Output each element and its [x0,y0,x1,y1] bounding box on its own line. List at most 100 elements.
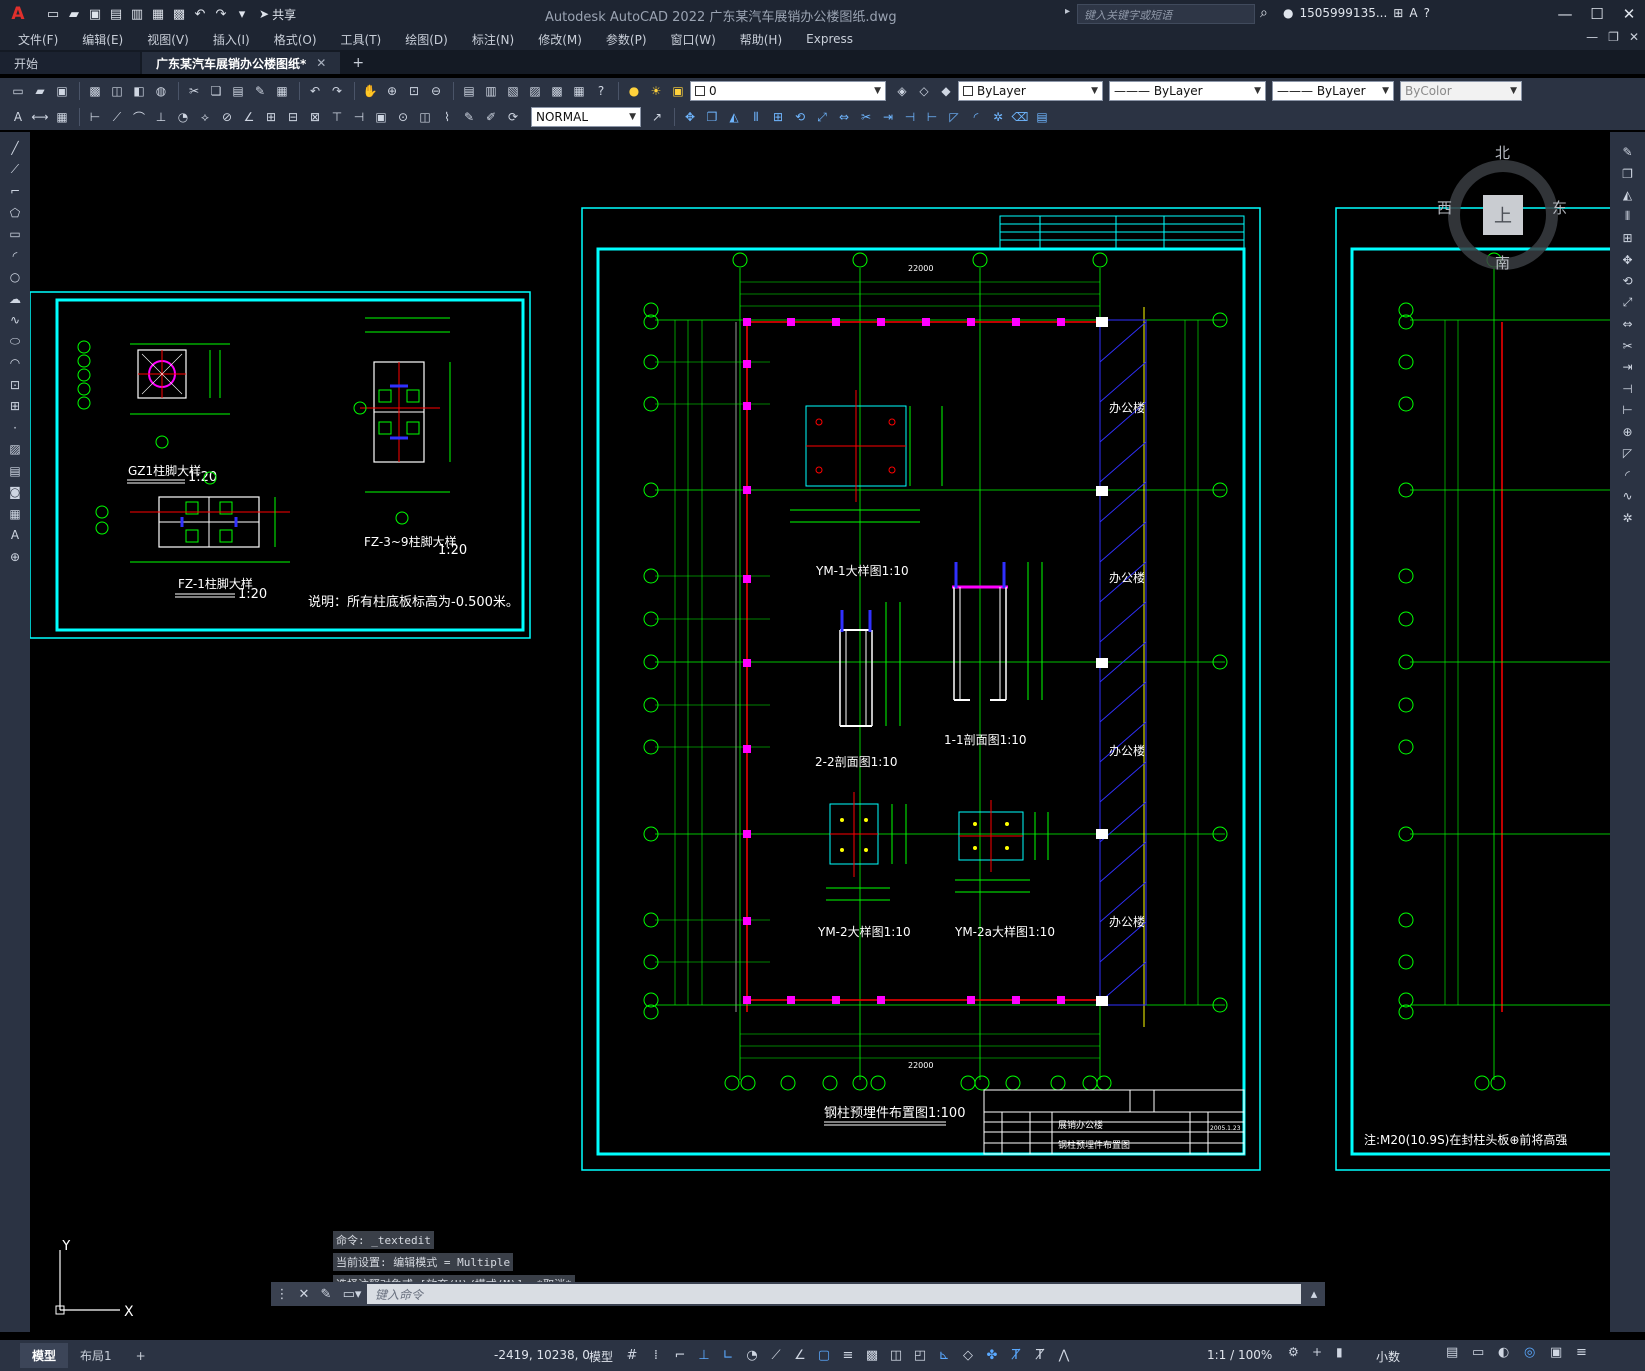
save-web-icon[interactable]: ▦ [151,6,165,22]
break-icon[interactable]: ⊣ [353,110,365,124]
share-button[interactable]: ➤共享 [259,7,297,22]
menu-file[interactable]: 文件(F) [18,32,59,47]
rotate-icon[interactable]: ⟲ [794,110,806,124]
maximize-icon[interactable]: ☐ [1590,5,1604,23]
autocad-logo-icon[interactable]: A [11,4,25,24]
undo-toolbar-icon[interactable]: ↶ [309,84,321,98]
trim-icon[interactable]: ✂ [860,110,872,124]
cut-icon[interactable]: ✂ [188,84,200,98]
scale-side-icon[interactable]: ⤢ [1622,295,1633,309]
customization-menu-icon[interactable]: ≡ [1576,1345,1587,1360]
3d-osnap-icon[interactable]: ◰ [913,1347,927,1363]
menu-edit[interactable]: 编辑(E) [82,32,124,47]
dynamic-input-icon[interactable]: ⊥ [698,1347,710,1363]
continue-icon[interactable]: ⊠ [309,110,321,124]
copy-object-icon[interactable]: ❐ [706,110,718,124]
tab-drawing[interactable]: 广东某汽车展销办公楼图纸*✕ [142,52,341,74]
scale-icon[interactable]: ⤢ [817,109,827,124]
transparency-icon[interactable]: ▩ [865,1347,879,1363]
viewcube[interactable]: 上 北 南 东 西 [1437,144,1568,280]
properties-icon[interactable]: ▤ [463,84,475,98]
viewcube-north[interactable]: 北 [1495,144,1511,162]
add-layout-icon[interactable]: + [135,1348,146,1363]
mtext-icon[interactable]: A [10,528,20,542]
annotation-scale-icon[interactable]: ⋀ [1058,1347,1070,1363]
units-icon[interactable]: ▮ [1336,1345,1343,1359]
gradient-icon[interactable]: ▤ [9,463,21,478]
close-tab-icon[interactable]: ✕ [316,56,327,70]
redo-toolbar-icon[interactable]: ↷ [331,84,343,98]
minimize-icon[interactable]: — [1557,5,1573,23]
center-mark-icon[interactable]: ⊙ [397,110,409,124]
hatch-icon[interactable]: ▨ [9,442,21,456]
markup-icon[interactable]: ▩ [551,84,563,98]
spline-icon[interactable]: ∿ [9,313,21,327]
ellipse-arc-icon[interactable]: ◠ [9,356,21,370]
erase-side-icon[interactable]: ✎ [1622,145,1633,159]
linear-dim-icon[interactable]: ⊢ [89,110,101,124]
layer-states-icon[interactable]: ◆ [941,84,951,98]
selection-filter-icon[interactable]: ◇ [963,1347,973,1363]
menu-view[interactable]: 视图(V) [147,32,189,47]
menu-parametric[interactable]: 参数(P) [605,32,647,47]
doc-close-icon[interactable]: ✕ [1628,30,1639,44]
line-icon[interactable]: ╱ [11,141,19,155]
ordinate-icon[interactable]: ⊥ [155,110,167,124]
menu-express[interactable]: Express [806,32,853,46]
menu-help[interactable]: 帮助(H) [739,32,783,47]
jogged-icon[interactable]: ⟡ [201,109,209,124]
aligned-dim-icon[interactable]: ⟋ [112,109,122,124]
isolate-objects-icon[interactable]: ◐ [1498,1345,1510,1360]
insert-block-icon[interactable]: ⊡ [9,377,21,392]
make-block-icon[interactable]: ⊞ [9,399,21,413]
plotstyle-dropdown[interactable]: ByColor▼ [1400,81,1522,101]
tab-start[interactable]: 开始 [0,52,140,74]
explode-icon[interactable]: ✲ [992,110,1004,124]
quick-dim-icon[interactable]: ⊞ [265,110,277,124]
zoom-previous-icon[interactable]: ⊖ [430,84,442,98]
doc-minimize-icon[interactable]: — [1586,30,1599,44]
coordinates-display[interactable]: -2419, 10238, 0 [494,1348,590,1362]
layer-bulb-icon[interactable]: ● [628,84,640,98]
fillet-side-icon[interactable]: ◜ [1625,467,1630,482]
break-at-point-icon[interactable]: ⊢ [1622,403,1633,417]
menu-dimension[interactable]: 标注(N) [471,32,515,47]
tolerance-icon[interactable]: ▣ [375,110,387,124]
dynamic-ucs-icon[interactable]: ⊾ [938,1347,950,1363]
save-as-icon[interactable]: ▤ [109,6,123,22]
sheet-set-icon[interactable]: ▨ [529,84,541,98]
viewcube-top-face[interactable]: 上 [1483,195,1523,235]
arc-length-icon[interactable]: ⌒ [132,110,145,125]
command-scroll-icon[interactable]: ▴ [1310,1286,1318,1302]
space-icon[interactable]: ⊤ [331,110,343,124]
cart-icon[interactable]: ⊞ [1393,6,1404,20]
match-properties-icon[interactable]: ✎ [254,84,266,98]
polyline-icon[interactable]: ⌐ [9,184,21,198]
layer-dropdown[interactable]: 0▼ [690,81,886,101]
layer-previous-icon[interactable]: ◇ [919,84,929,98]
linetype-dropdown[interactable]: ——— ByLayer▼ [1109,81,1266,101]
offset-side-icon[interactable]: ⫴ [1624,209,1631,223]
quick-properties-icon[interactable]: ▤ [1446,1345,1459,1360]
drawing-canvas[interactable]: GZ1柱脚大样 1:20 [30,132,1610,1332]
layer-sun-icon[interactable]: ☀ [650,84,662,98]
break-point-icon[interactable]: ⊣ [904,110,916,124]
tab-model[interactable]: 模型 [20,1343,69,1368]
block-editor-icon[interactable]: ▦ [276,84,288,98]
new-file-icon[interactable]: ▭ [46,6,60,22]
recent-commands-icon[interactable]: ▭▾ [342,1286,362,1302]
layer-lock-icon[interactable]: ▣ [672,84,684,98]
tool-palettes-icon[interactable]: ▧ [507,84,519,98]
hardware-acceleration-icon[interactable]: ◎ [1524,1345,1536,1360]
redo-icon[interactable]: ↷ [215,6,227,22]
break-side-icon[interactable]: ⊣ [1622,381,1633,396]
menu-tools[interactable]: 工具(T) [340,32,382,47]
grid-icon[interactable]: # [626,1347,638,1363]
join-side-icon[interactable]: ⊕ [1622,424,1633,439]
revision-cloud-icon[interactable]: ☁ [9,291,21,306]
save-toolbar-icon[interactable]: ▣ [56,84,68,98]
new-tab-icon[interactable]: + [352,55,365,71]
blend-icon[interactable]: ∿ [1622,489,1633,503]
gizmo-icon[interactable]: ✤ [986,1347,998,1363]
erase-icon[interactable]: ⌫ [1011,110,1029,124]
